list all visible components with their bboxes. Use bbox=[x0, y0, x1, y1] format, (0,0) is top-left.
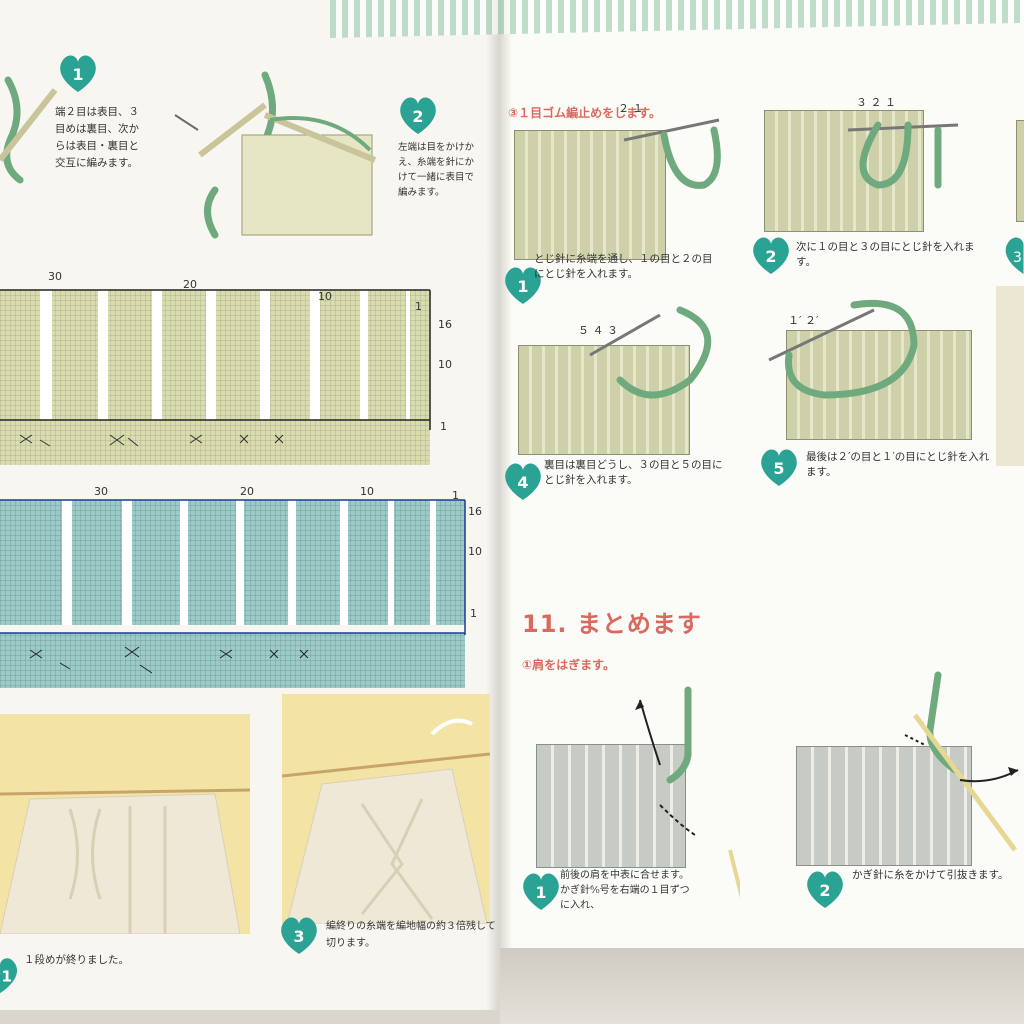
s5-stitch-numbers: １′ ２′ bbox=[788, 314, 819, 327]
crochet-hook-arrows-1 bbox=[635, 686, 740, 899]
chart1-row-1: 1 bbox=[440, 420, 447, 433]
svg-text:2: 2 bbox=[765, 247, 776, 266]
step-1-heart-icon: 1 bbox=[60, 55, 96, 92]
needle-illustration-left bbox=[0, 76, 58, 184]
section-heading-rib-bindoff: ③１目ゴム編止めをします。 bbox=[508, 106, 661, 120]
book-gutter bbox=[486, 0, 512, 1010]
svg-text:2: 2 bbox=[819, 881, 830, 900]
chart2-row-10: 10 bbox=[468, 545, 482, 558]
s2-heart-icon: 2 bbox=[753, 237, 789, 274]
chart1-col-1: 1 bbox=[415, 300, 422, 313]
s5-heart-icon: 5 bbox=[761, 449, 797, 486]
svg-text:2: 2 bbox=[412, 107, 423, 126]
chart2-col-10: 10 bbox=[360, 485, 374, 498]
chart2-row-16: 16 bbox=[468, 505, 482, 518]
needle-yarn-5 bbox=[768, 299, 918, 399]
svg-text:1: 1 bbox=[517, 277, 528, 296]
rib-bindoff-illustration-3 bbox=[1016, 120, 1024, 222]
chart1-row-16: 16 bbox=[438, 318, 452, 331]
chart1-col-20: 20 bbox=[183, 278, 197, 291]
s1-heart-icon: 1 bbox=[505, 267, 541, 304]
m2-text: かぎ針に糸をかけて引抜きます。 bbox=[852, 869, 1009, 881]
step-1-number: 1 bbox=[72, 65, 83, 84]
chart2-col-20: 20 bbox=[240, 485, 254, 498]
svg-text:5: 5 bbox=[773, 459, 784, 478]
svg-text:3: 3 bbox=[1013, 250, 1022, 266]
knitting-chart-1: 30 20 10 1 16 10 1 bbox=[0, 270, 470, 470]
chart1-col-10: 10 bbox=[318, 290, 332, 303]
knitting-photo-1 bbox=[0, 714, 251, 935]
rib-bindoff-illustration-4 bbox=[518, 345, 690, 455]
m2-heart-icon: 2 bbox=[807, 871, 843, 908]
svg-text:3: 3 bbox=[293, 927, 304, 946]
chart1-col-30: 30 bbox=[48, 270, 62, 283]
s1-stitch-numbers: ２ １ bbox=[618, 102, 644, 115]
s2-stitch-numbers: ３ ２ １ bbox=[856, 96, 896, 109]
photo-1-heart-icon: 1 bbox=[0, 958, 17, 994]
s3-heart-icon: 3 bbox=[1005, 237, 1024, 274]
knitting-needles-illustration bbox=[174, 71, 377, 239]
table-surface bbox=[500, 948, 1024, 1024]
s4-text: 裏目は裏目どうし、３の目と５の目に とじ針を入れます。 bbox=[544, 459, 723, 486]
s4-stitch-numbers: ５ ４ ３ bbox=[578, 324, 618, 337]
rib-bindoff-illustration-1 bbox=[514, 130, 666, 260]
chart2-col-1: 1 bbox=[452, 489, 459, 502]
step-2-heart-icon: 2 bbox=[400, 97, 436, 134]
sub-heading-shoulder: ①肩をはぎます。 bbox=[522, 658, 615, 672]
chart1-row-10: 10 bbox=[438, 358, 452, 371]
svg-text:1: 1 bbox=[1, 968, 12, 986]
step-3-text: 編終りの糸端を編地幅の約３倍残して 切ります。 bbox=[326, 921, 496, 949]
chart2-row-1: 1 bbox=[470, 607, 477, 620]
crochet-hook-arrows-2 bbox=[904, 671, 1019, 852]
s2-text: 次に１の目と３の目にとじ針を入れま す。 bbox=[796, 241, 975, 268]
knitting-photo-2 bbox=[281, 694, 491, 925]
svg-text:4: 4 bbox=[517, 473, 528, 492]
m1-heart-icon: 1 bbox=[523, 873, 559, 910]
m1-text: 前後の肩を中表に合せます。 かぎ針⁶⁄₀号を右端の１目ずつ に入れ、 bbox=[560, 870, 690, 911]
s1-text: とじ針に糸端を通し、１の目と２の目 にとじ針を入れます。 bbox=[534, 253, 713, 280]
chart2-col-30: 30 bbox=[94, 485, 108, 498]
step-1-text: 端２目は表目、３ 目めは裏目、次か らは表目・裏目と 交互に編みます。 bbox=[55, 106, 139, 169]
needle-yarn-4 bbox=[589, 306, 712, 399]
s5-text: 最後は２′の目と１′の目にとじ針を入れ ます。 bbox=[806, 451, 990, 478]
step-3-heart-icon: 3 bbox=[281, 917, 317, 954]
step-2-text: 左端は目をかけか え、糸端を針にか けて一緒に表目で 編みます。 bbox=[398, 142, 475, 198]
photo-edge-right bbox=[996, 286, 1024, 466]
needle-yarn-1 bbox=[623, 118, 721, 189]
photo-1-caption: １段めが終りました。 bbox=[24, 954, 129, 966]
s4-heart-icon: 4 bbox=[505, 463, 541, 500]
chapter-title: 11. まとめます bbox=[522, 610, 702, 638]
shoulder-seam-illustration-2 bbox=[796, 746, 972, 866]
needle-yarn-2 bbox=[847, 121, 959, 189]
knitting-chart-2: 30 20 10 1 16 10 1 bbox=[0, 485, 482, 695]
svg-text:1: 1 bbox=[535, 883, 546, 902]
